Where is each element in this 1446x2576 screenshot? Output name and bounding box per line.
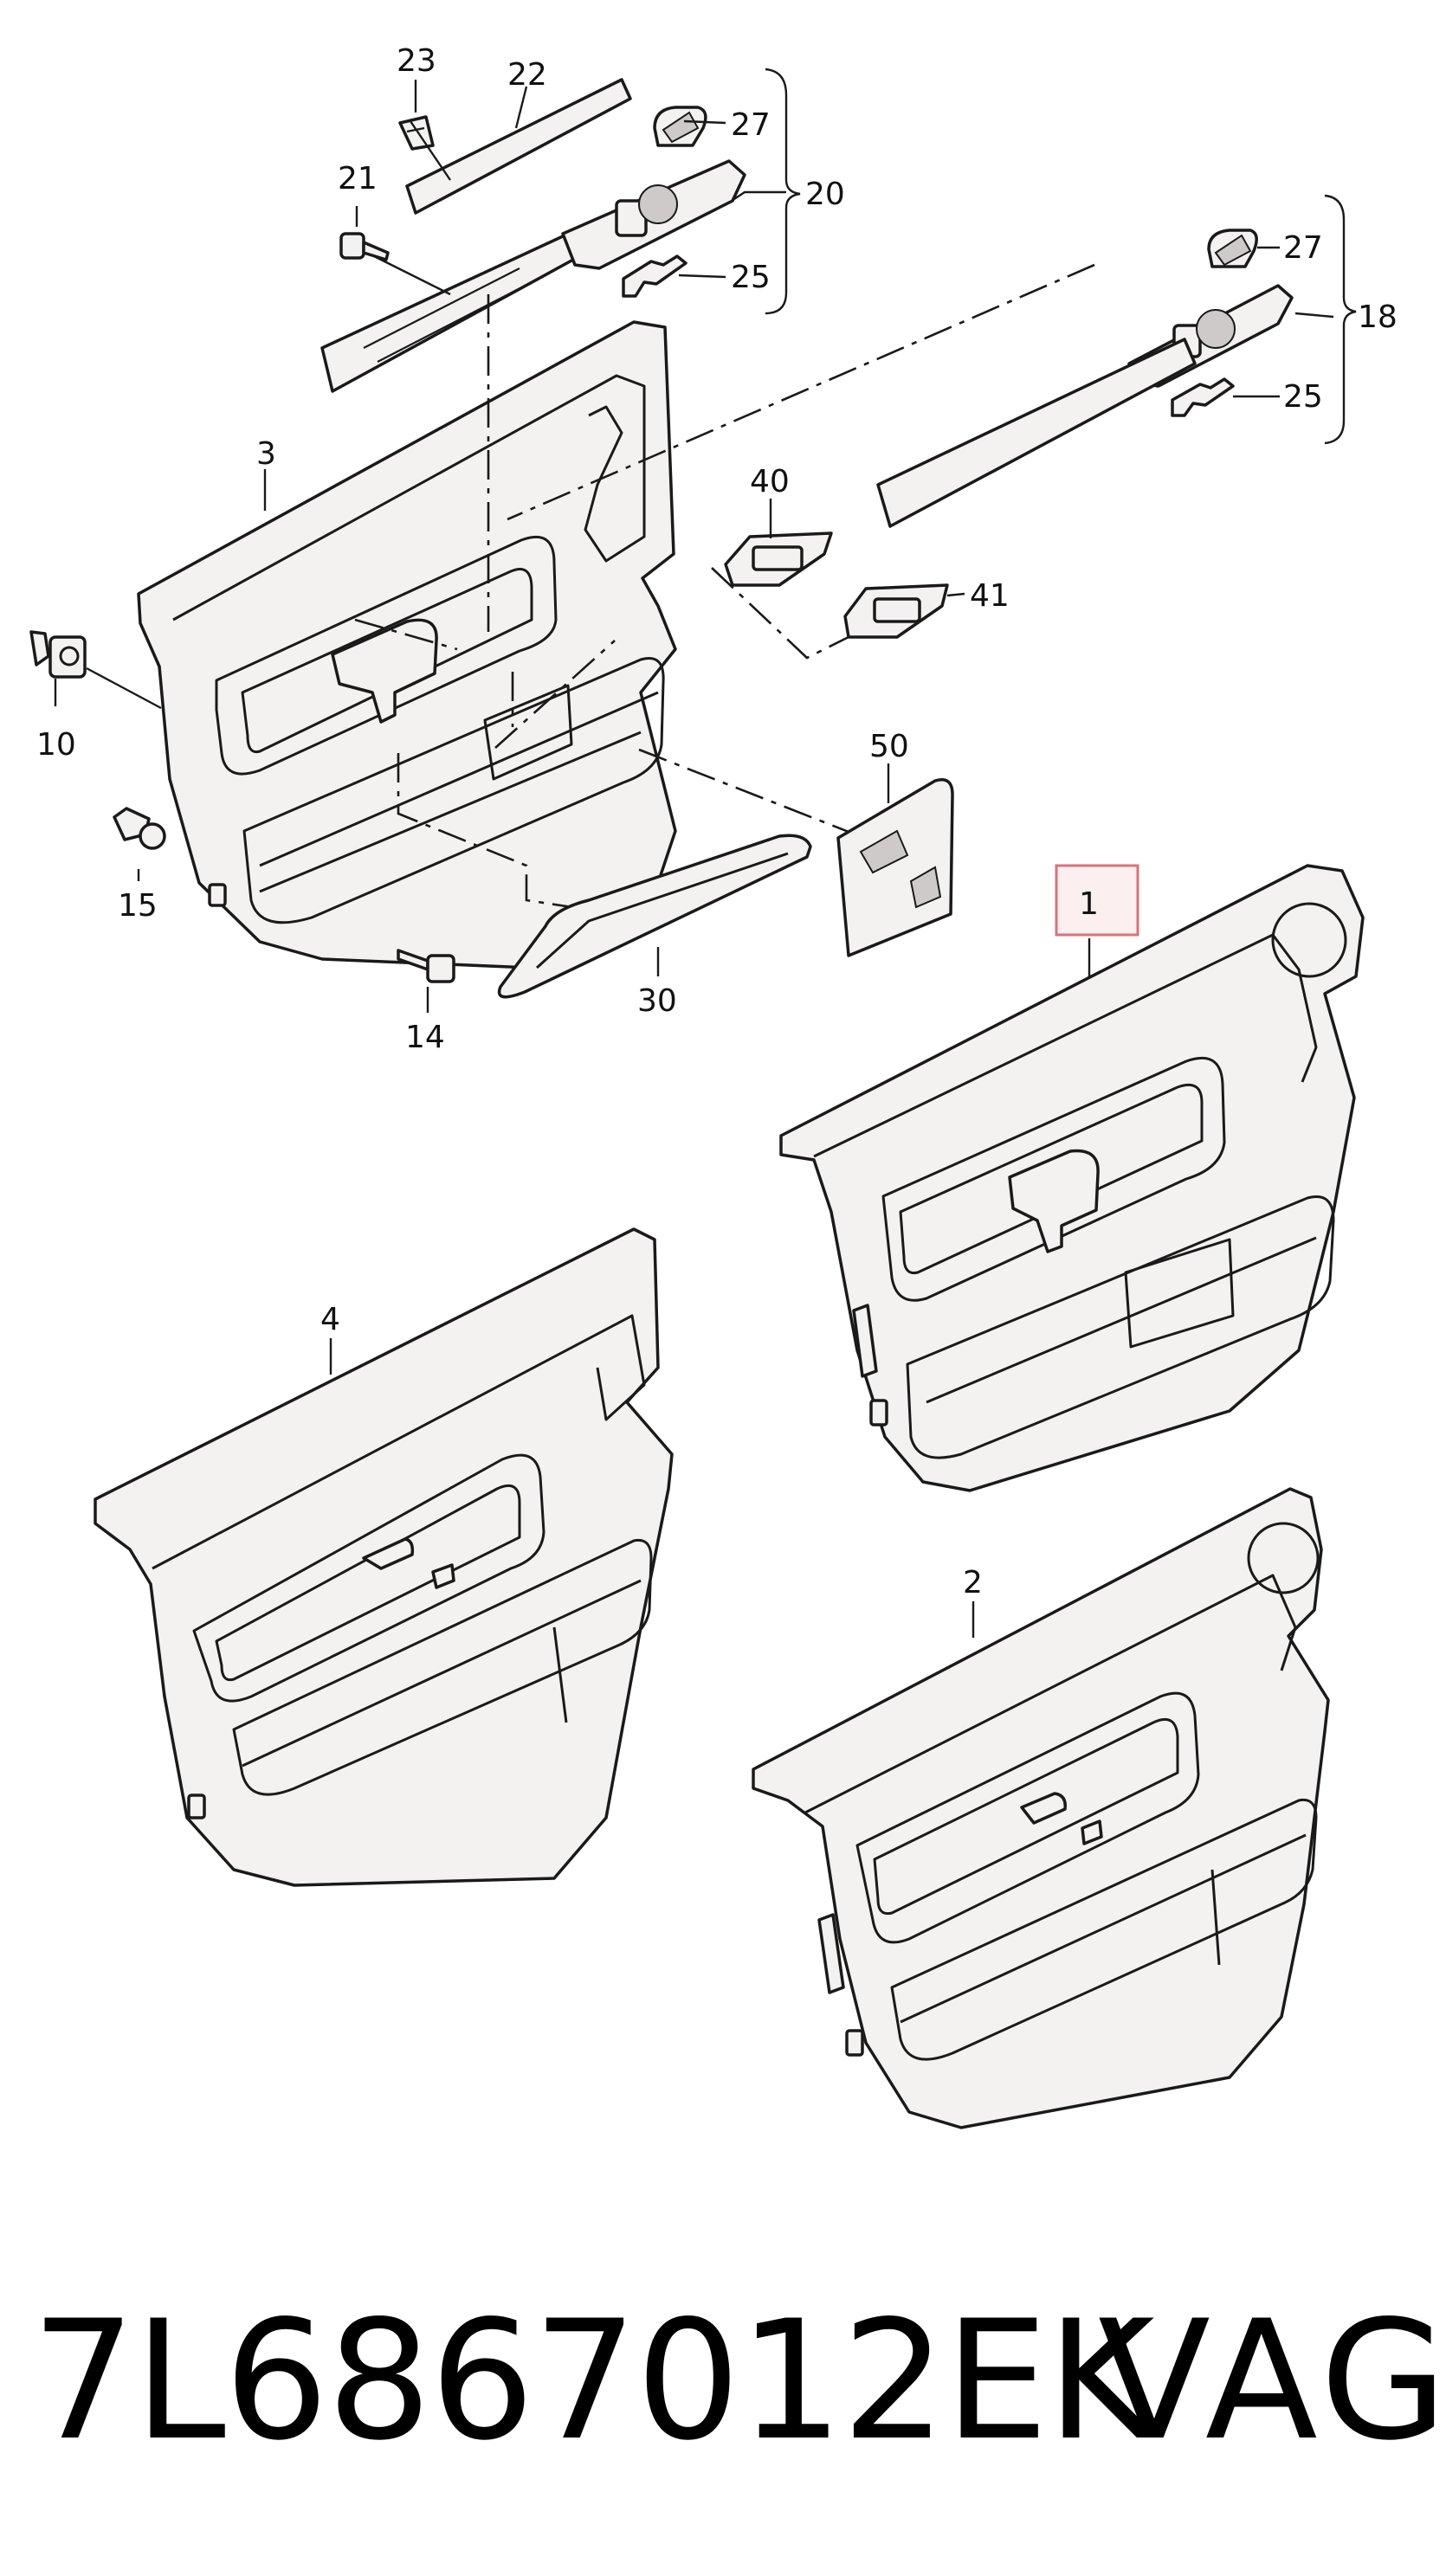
callout-25-right: 25 [1283,379,1323,415]
assembly-line-5 [397,753,642,919]
long-trim-bar [876,338,1197,528]
part-14-screw [397,949,455,983]
part-21-screw [339,232,390,261]
callout-27-right: 27 [1283,230,1323,266]
callout-18: 18 [1358,299,1398,335]
callout-15: 15 [118,888,158,924]
part-20-armrest-grip [561,159,746,270]
assembly-line-4 [638,748,865,840]
callout-10: 10 [36,727,76,763]
callout-23: 23 [397,43,436,79]
callout-30: 30 [637,983,677,1019]
brand-label: VAG [1098,2285,1446,2476]
part-27-speaker-cover-right [1207,229,1258,268]
callout-labels: 23 22 27 21 20 25 27 18 25 3 40 41 10 50… [36,43,1398,1600]
part-40-window-switch [724,531,833,587]
part-10-retainer-clip [29,630,87,679]
callout-25-upper: 25 [731,260,771,295]
assembly-line-2 [507,263,1095,521]
upper-trim-rail [320,234,575,393]
part-3-door-panel [137,320,677,971]
part-15-push-clip [113,807,166,850]
part-number: 7L6867012EK [31,2285,1155,2476]
callout-4: 4 [320,1302,340,1337]
part-30-armrest-pad [497,834,812,999]
part-41-window-switch [843,583,949,639]
part-23-clip [398,115,435,151]
highlight-box-part-1 [1055,864,1139,937]
assembly-line-7 [494,640,616,749]
part-25-bracket-upper [622,254,687,298]
callout-40: 40 [750,464,790,499]
callout-14: 14 [405,1020,445,1055]
part-4-door-panel [94,1227,674,1887]
callout-50: 50 [869,729,909,764]
callout-41: 41 [970,578,1010,614]
bracket-18 [1324,194,1357,445]
part-2-door-panel [752,1487,1330,2129]
callout-3: 3 [256,436,276,472]
assembly-line-8 [354,618,458,651]
assembly-line-3 [711,567,849,660]
callout-2: 2 [963,1565,983,1600]
part-1-door-panel [779,864,1365,1492]
leader-lines [54,80,1334,1638]
bracket-20 [765,68,801,315]
callout-21: 21 [338,161,378,196]
callout-22: 22 [507,57,547,93]
callout-20: 20 [805,177,845,212]
callout-27-upper: 27 [731,107,771,143]
part-25-bracket-right [1171,377,1235,417]
part-22-trim-strip [405,78,632,215]
part-27-speaker-cover-upper [653,106,707,147]
part-50-speaker-grille [836,778,954,957]
callout-1: 1 [1079,886,1099,922]
